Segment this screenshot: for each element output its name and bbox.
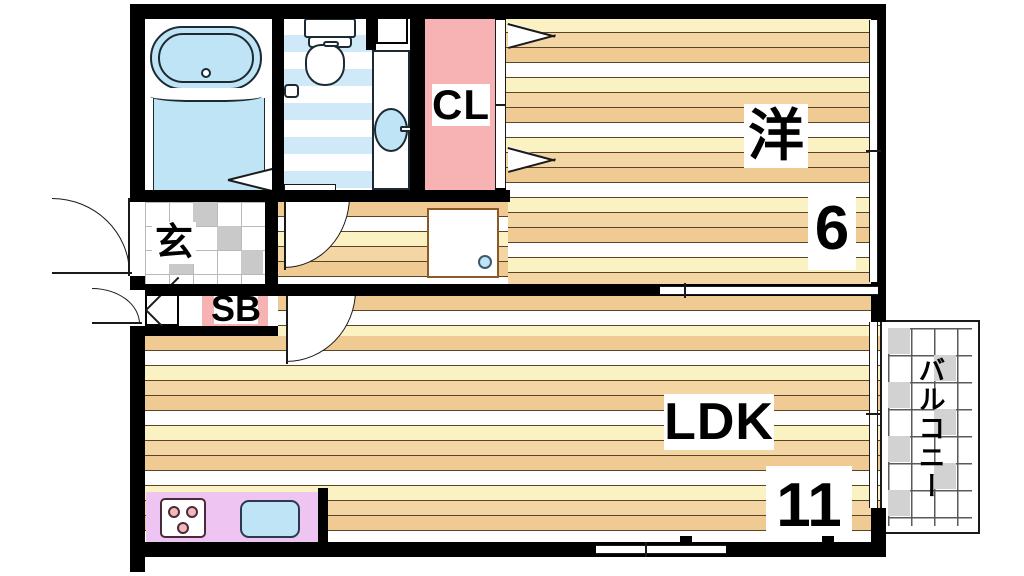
balcony-sliding-door-mark — [866, 413, 881, 415]
wall-washroom-right — [410, 4, 425, 190]
vent-mark-2 — [822, 536, 834, 542]
balcony-tile-a — [888, 328, 910, 354]
wall-vanity-top-stub — [356, 4, 376, 16]
entrance-tile-accent-1 — [193, 202, 217, 226]
ldk-door-leaf[interactable] — [286, 290, 288, 364]
wall-bath-right — [272, 4, 284, 190]
wall-hallway-top-right — [499, 190, 510, 202]
closet-label: CL — [432, 81, 490, 128]
ldk-size: 11 — [766, 466, 852, 546]
balcony-tile-e — [888, 436, 910, 462]
wall-left-mid — [130, 276, 145, 290]
balcony-tile-g — [888, 490, 910, 516]
wall-entrance-right — [265, 202, 278, 284]
wall-left-lower — [130, 326, 145, 572]
wall-bottom-outer — [130, 542, 886, 557]
balcony-tile-b — [934, 355, 956, 381]
entrance-door-leaf[interactable] — [52, 272, 132, 274]
ldk-floor-upper-right — [278, 296, 886, 336]
toilet-paper-holder-icon — [284, 84, 299, 98]
balcony-tile-d — [934, 409, 956, 435]
western-room-size: 6 — [808, 188, 856, 270]
wall-top-outer — [130, 4, 886, 19]
washing-machine-drain-icon — [478, 255, 492, 269]
drain-icon — [201, 68, 211, 78]
balcony-tile-f — [934, 463, 956, 489]
wall-sb-bottom — [145, 326, 278, 336]
ldk-label: LDK — [664, 393, 774, 451]
washroom-door-leaf[interactable] — [284, 196, 286, 270]
closet-sliding-door-upper[interactable] — [495, 18, 506, 105]
wall-right-lower — [871, 508, 886, 557]
burner-icon-3 — [177, 522, 189, 534]
balcony-sliding-door[interactable] — [869, 322, 878, 508]
wall-vanity-side-stub — [366, 16, 376, 50]
storage-door-arc[interactable] — [92, 288, 140, 324]
wall-ldk-top-right — [278, 284, 510, 296]
vent-mark-1 — [680, 536, 692, 542]
storage-door-leaf[interactable] — [92, 322, 142, 324]
balcony-tile-c — [888, 382, 910, 408]
entrance-tile-accent-2 — [217, 226, 241, 250]
bath-right-strip — [264, 98, 272, 190]
toilet-bowl-icon — [305, 44, 345, 86]
wall-hallway-top — [145, 190, 510, 202]
entrance-door-arc[interactable] — [52, 198, 130, 274]
entrance-tile-accent-4 — [241, 250, 263, 274]
meter-box-icon — [145, 292, 179, 326]
mirror-cabinet-icon — [376, 16, 408, 44]
western-room-label: 洋 — [744, 104, 808, 168]
ldk-window-bottom[interactable] — [596, 545, 726, 554]
wall-closet-right — [495, 4, 506, 20]
wall-kitchen-right — [318, 488, 328, 542]
balcony-label: バルコニー — [914, 355, 945, 501]
wall-left-entrance-upper — [130, 199, 145, 202]
room-ldk-sliding-door[interactable] — [660, 286, 878, 295]
toilet-flush-lever-icon — [323, 41, 339, 47]
western-room-window-mark — [866, 150, 881, 152]
bathtub-apron — [150, 88, 262, 102]
bath-left-strip — [145, 98, 154, 190]
burner-icon-1 — [168, 506, 180, 518]
room-ldk-sliding-door-mark — [684, 283, 686, 298]
shoe-box-label: SB — [211, 288, 262, 329]
toilet-tank-icon — [304, 18, 356, 38]
closet-sliding-door-lower[interactable] — [495, 105, 506, 190]
entrance-door-jamb — [128, 198, 130, 276]
kitchen-sink-icon — [240, 500, 300, 538]
entrance-label: 玄 — [152, 222, 196, 264]
wall-left-upper — [130, 4, 145, 199]
wall-sb-top — [179, 284, 278, 292]
ldk-window-bottom-mark — [645, 542, 647, 557]
burner-icon-2 — [186, 506, 198, 518]
